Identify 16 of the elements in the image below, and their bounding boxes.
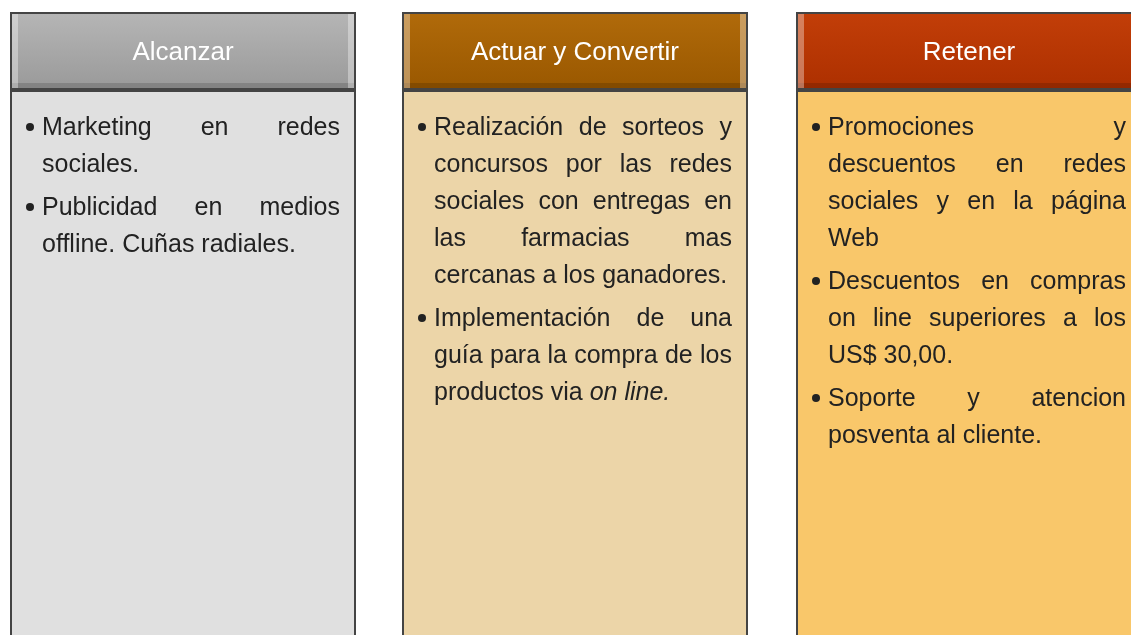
header-box — [402, 12, 748, 90]
bullet-text: Publicidad en medios offline. Cuñas radiales. — [42, 191, 340, 259]
content-box — [796, 90, 1131, 635]
bullet-text: Realización de sorteos y concursos por las redes sociales con entregas en las farmacias mas cercanas a los ganadores. — [434, 111, 732, 290]
content-box — [402, 90, 748, 635]
content-box — [10, 90, 356, 635]
bullet-text: Descuentos en compras on line superiores a los US$ 30,00. — [828, 265, 1126, 370]
bullet-text: Implementación de una guía para la compra de los productos via on line. — [434, 302, 732, 407]
header-box — [10, 12, 356, 90]
header-text: Retener — [922, 34, 1016, 68]
bullet-text: Marketing en redes sociales. — [42, 111, 340, 179]
header-box — [796, 12, 1131, 90]
bullet-text: Soporte y atencion posventa al cliente. — [828, 382, 1126, 450]
header-text: Alcanzar — [132, 34, 234, 68]
bullet-text: Promociones y descuentos en redes sociales y en la página Web — [828, 111, 1126, 253]
header-text: Actuar y Convertir — [470, 34, 680, 68]
